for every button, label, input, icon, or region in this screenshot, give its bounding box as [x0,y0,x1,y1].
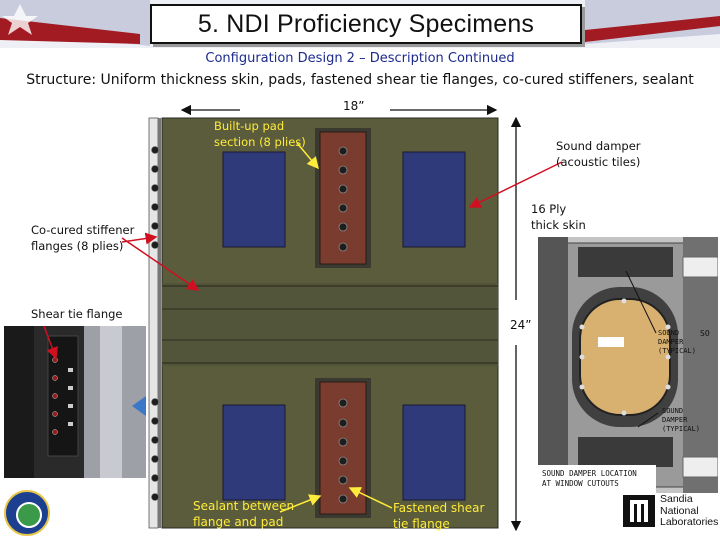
width-dimension-label: 18” [343,99,365,113]
sandia-logo-icon [623,495,655,527]
built-up-pad-label: Built-up pad section (8 plies) [214,119,306,149]
stiffener-arrow-2 [121,232,158,245]
sound-damper-arrow [468,161,563,208]
window-cutout-photo: SOUND DAMPER (TYPICAL) SOUND DAMPER (TYP… [538,237,718,493]
shear-tie-band [162,283,498,366]
sealant-arrow [279,494,322,513]
height-dimension-label: 24” [510,318,532,332]
pad-top [315,128,371,268]
stiffener-arrow-1 [121,237,200,291]
side-view-strip [148,117,161,529]
shear-tie-flange-photo [4,326,146,478]
built-up-pad-arrow [296,142,319,170]
pad-bottom [315,378,371,518]
agency-seal-logo [4,490,50,536]
subtitle: Configuration Design 2 – Description Con… [205,51,515,66]
sandia-logo-text: Sandia National Laboratories [660,493,719,528]
sound-damper-label: Sound damper (acoustic tiles) [556,139,641,169]
photo-label-damper-1: SOUND DAMPER (TYPICAL) [658,329,696,355]
photo-label-so: SO [700,329,710,338]
page-title: 5. NDI Proficiency Specimens [150,4,582,44]
side-view-fasteners [151,146,159,501]
sealant-label: Sealant between flange and pad [193,499,295,529]
sound-damper-top-left [222,151,286,248]
fastened-label: Fastened shear tie flange [393,501,485,531]
fastened-arrow [348,487,393,509]
sound-damper-bottom-left [222,404,286,501]
shear-tie-label: Shear tie flange [31,307,123,321]
structure-description: Structure: Uniform thickness skin, pads,… [26,72,694,88]
photo-label-damper-2: SOUND DAMPER (TYPICAL) [662,407,700,433]
sound-damper-bottom-right [402,404,466,501]
photo-label-location: SOUND DAMPER LOCATION AT WINDOW CUTOUTS [542,469,637,488]
stiffener-label: Co-cured stiffener flanges (8 plies) [31,223,135,253]
sound-damper-top-right [402,151,466,248]
skin-label: 16 Ply thick skin [531,202,586,232]
